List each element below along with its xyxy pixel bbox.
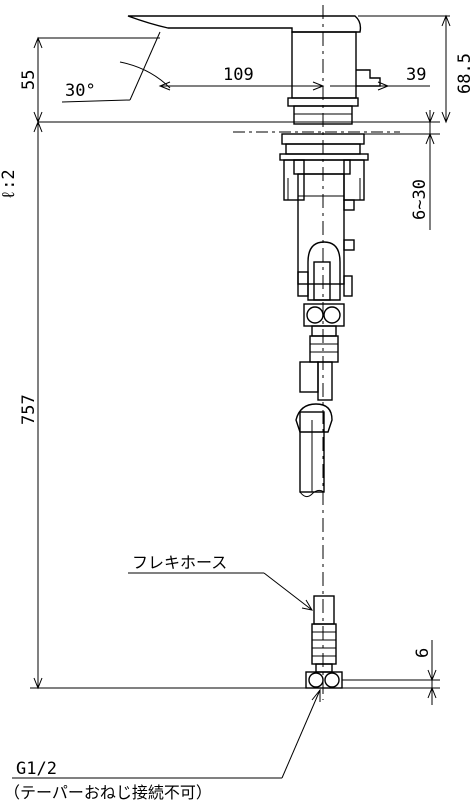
- dim-757: 757: [19, 394, 39, 425]
- dim-angle: 30°: [65, 81, 96, 101]
- label-thread-note: （テーパーおねじ接続不可）: [4, 783, 212, 802]
- mount-assembly: [279, 133, 369, 297]
- dim-partial-top-left: ℓ:2: [0, 169, 19, 200]
- dim-109: 109: [223, 65, 254, 85]
- dim-68-5: 68.5: [455, 53, 475, 94]
- bottom-fitting: [305, 595, 343, 689]
- dim-6-30: 6~30: [410, 179, 430, 220]
- dim-6: 6: [413, 648, 433, 658]
- dim-lines: [12, 14, 451, 779]
- dim-55: 55: [19, 70, 39, 90]
- label-flex-hose: フレキホース: [132, 553, 227, 572]
- hose-connectors: [295, 241, 345, 498]
- faucet-body: [127, 15, 381, 125]
- label-thread: G1/2: [16, 759, 57, 779]
- dim-39: 39: [406, 65, 426, 85]
